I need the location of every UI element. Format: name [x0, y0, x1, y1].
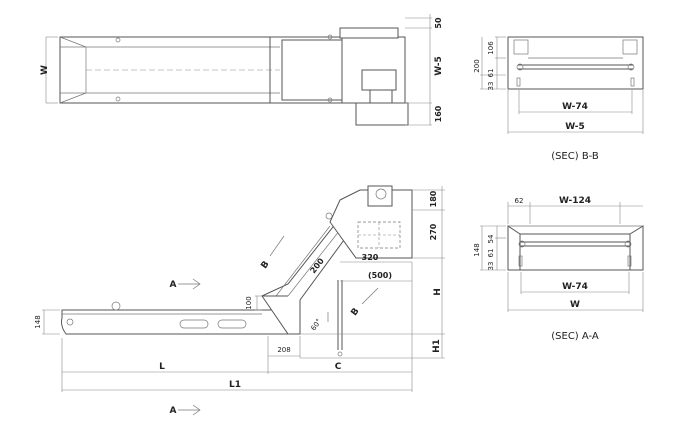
section-arrow-b-1	[269, 235, 285, 257]
side-dim-148: 148	[34, 315, 42, 328]
aa-dim-62: 62	[515, 197, 524, 205]
side-dim-h: H	[433, 288, 443, 296]
aa-dim-33: 33	[487, 262, 495, 271]
bb-caption: (SEC) B-B	[551, 151, 599, 162]
top-view: W 50 W-5 160	[40, 14, 444, 126]
top-width-label: W	[40, 65, 50, 75]
section-mark-a-bottom: A	[170, 406, 177, 416]
side-dim-320: 320	[362, 253, 379, 262]
aa-dim-148: 148	[473, 243, 481, 256]
aa-dim-61: 61	[487, 249, 495, 258]
side-dim-h1: H1	[432, 339, 442, 353]
aa-dim-w124: W-124	[559, 196, 591, 206]
section-aa: 62 W-124 148 54 33 61 W-74 W (SEC) A-A	[473, 196, 644, 342]
section-arrow-b-2	[361, 287, 379, 305]
side-dim-l: L	[159, 362, 165, 372]
side-dim-270: 270	[429, 223, 438, 240]
aa-dim-w: W	[570, 300, 580, 310]
top-dim-160: 160	[434, 105, 443, 122]
side-dim-180: 180	[429, 190, 438, 207]
side-dim-l1: L1	[229, 380, 241, 390]
section-mark-b-1: B	[260, 259, 272, 270]
section-bb: 106 200 33 61 W-74 W-5 (SEC) B-B	[473, 36, 644, 162]
side-dim-c: C	[335, 362, 342, 372]
side-view: 180 270 H H1 320 (500) 200 60° 100 148 2…	[34, 185, 445, 392]
top-dim-w5: W-5	[434, 56, 444, 76]
bb-dim-106: 106	[487, 41, 495, 55]
bb-dim-w5: W-5	[565, 122, 585, 132]
section-mark-a-side: A	[170, 280, 177, 290]
bb-dim-33: 33	[487, 82, 495, 91]
section-mark-b-2: B	[350, 306, 362, 317]
top-dim-50: 50	[434, 17, 443, 29]
side-dim-500: (500)	[368, 271, 392, 280]
aa-dim-w74: W-74	[562, 282, 588, 292]
side-dim-208: 208	[277, 346, 290, 354]
aa-caption: (SEC) A-A	[551, 331, 599, 342]
bb-dim-w74: W-74	[562, 102, 588, 112]
side-angle-60: 60°	[310, 317, 324, 332]
side-dim-100: 100	[245, 296, 253, 309]
bottom-section-mark: A	[170, 404, 201, 416]
aa-dim-54: 54	[487, 234, 495, 243]
bb-dim-61: 61	[487, 69, 495, 78]
bb-dim-200: 200	[473, 59, 481, 72]
